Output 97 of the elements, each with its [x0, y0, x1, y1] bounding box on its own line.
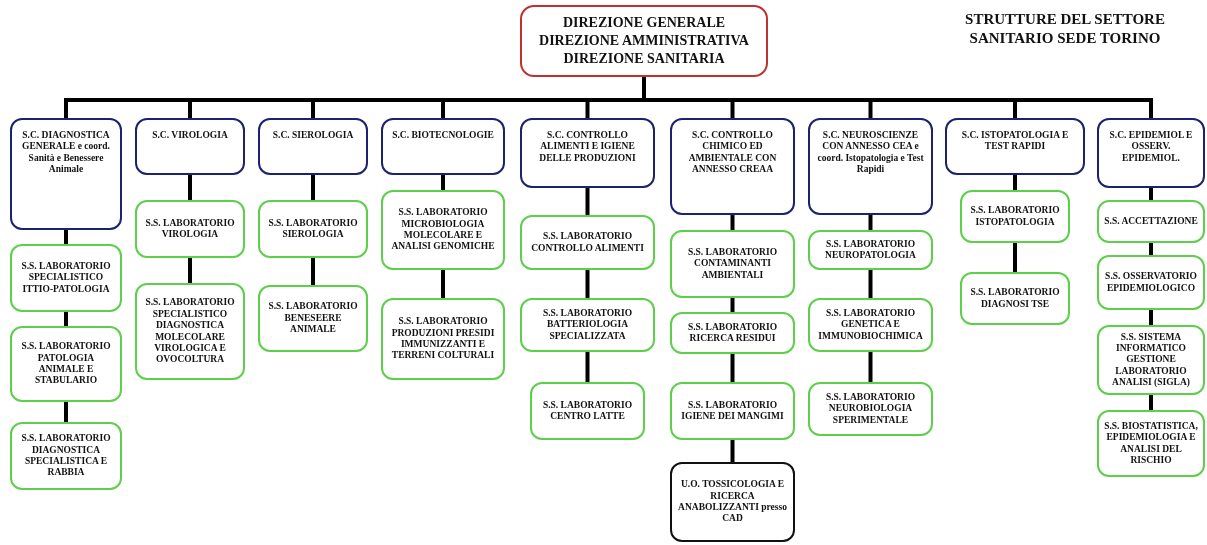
unit-box	[670, 312, 795, 354]
box-label: S.C. BIOTECNOLOGIE	[392, 130, 494, 142]
unit-box	[808, 230, 933, 270]
chart-title: STRUTTURE DEL SETTORE SANITARIO SEDE TORINO	[964, 10, 1166, 48]
connector-line	[730, 440, 735, 462]
management-box	[520, 5, 768, 77]
operating-unit-box	[670, 462, 795, 542]
connector-line	[730, 215, 735, 230]
connector-line	[64, 230, 68, 244]
connector-line	[64, 402, 68, 422]
unit-box	[1097, 410, 1205, 477]
box-label: DIREZIONE GENERALE DIREZIONE AMMINISTRATIVA DIREZIONE SANITARIA	[538, 13, 750, 69]
connector-line	[585, 188, 590, 215]
box-label: S.S. LABORATORIO GENETICA E IMMUNOBIOCHIMICA	[817, 307, 924, 343]
connector-line	[642, 77, 1153, 118]
box-label: S.C. CONTROLLO CHIMICO ED AMBIENTALE CON ANNESSO CREAA	[687, 130, 778, 176]
box-label: S.S. LABORATORIO VIROLOGIA	[144, 217, 236, 241]
connector-line	[1149, 188, 1153, 200]
connector-line	[441, 270, 445, 298]
box-label: S.S. LABORATORIO ISTOPATOLOGIA	[969, 205, 1061, 228]
box-label: S.S. LABORATORIO BENESEERE ANIMALE	[267, 301, 359, 336]
connector-line	[1149, 243, 1153, 255]
unit-box	[135, 200, 245, 258]
connector-line	[868, 352, 873, 382]
box-label: S.C. NEUROSCIENZE CON ANNESSO CEA e coord. Istopatologia e Test Rapidi	[816, 130, 925, 176]
department-box	[10, 118, 122, 230]
connector-line	[1149, 395, 1153, 410]
box-label: S.S. LABORATORIO RICERCA RESIDUI	[686, 321, 779, 345]
box-label: S.S. LABORATORIO DIAGNOSI TSE	[969, 287, 1061, 310]
unit-box	[258, 200, 368, 258]
unit-box	[381, 298, 505, 380]
box-label: S.C. DIAGNOSTICA GENERALE e coord. Sanità e Benessere Animale	[21, 130, 111, 176]
box-label: S.C. VIROLOGIA	[152, 130, 228, 142]
connector-line	[1013, 175, 1017, 190]
box-label: S.S. LABORATORIO PATOLOGIA ANIMALE E STABULARIO	[20, 341, 112, 387]
box-label: S.S. LABORATORIO CENTRO LATTE	[541, 399, 634, 423]
department-box	[135, 118, 245, 175]
unit-box	[520, 298, 655, 352]
unit-box	[135, 283, 245, 380]
box-label: S.S. LABORATORIO SPECIALISTICO DIAGNOSTICA MOLECOLARE VIROLOGICA E OVOCOLTURA	[144, 297, 236, 366]
unit-box	[670, 230, 795, 298]
box-label: S.C. CONTROLLO ALIMENTI E IGIENE DELLE PRODUZIONI	[538, 130, 637, 165]
box-label: U.O. TOSSICOLOGIA E RICERCA ANABOLIZZANTI presso CAD	[677, 479, 788, 525]
box-label: S.S. LABORATORIO IGIENE DEI MANGIMI	[680, 399, 785, 423]
box-label: S.S. ACCETTAZIONE	[1104, 215, 1198, 228]
unit-box	[10, 326, 122, 402]
connector-line	[585, 270, 590, 298]
unit-box	[960, 190, 1070, 243]
department-box	[1097, 118, 1205, 188]
unit-box	[520, 215, 655, 270]
department-box	[258, 118, 368, 175]
box-label: S.C. EPIDEMIOL E OSSERV. EPIDEMIOL.	[1108, 130, 1194, 165]
connector-line	[64, 312, 68, 326]
connector-line	[868, 215, 873, 230]
department-box	[945, 118, 1085, 175]
connector-line	[441, 175, 445, 190]
box-label: S.S. LABORATORIO CONTAMINANTI AMBIENTALI	[686, 246, 779, 282]
box-label: S.S. LABORATORIO NEUROPATOLOGIA	[824, 238, 917, 262]
connector-line	[730, 354, 735, 382]
department-box	[381, 118, 505, 175]
connector-line	[1013, 243, 1017, 272]
unit-box	[808, 298, 933, 352]
box-label: S.S. LABORATORIO SIEROLOGIA	[267, 217, 359, 241]
box-label: S.S. LABORATORIO DIAGNOSTICA SPECIALISTICA E RABBIA	[20, 433, 112, 479]
connector-line	[585, 352, 590, 382]
box-label: S.S. LABORATORIO NEUROBIOLOGIA SPERIMENTALE	[824, 391, 917, 427]
unit-box	[1097, 325, 1205, 395]
unit-box	[808, 382, 933, 436]
connector-line	[188, 175, 192, 200]
connector-line	[868, 270, 873, 298]
unit-box	[381, 190, 505, 270]
unit-box	[670, 382, 795, 440]
box-label: S.S. LABORATORIO MICROBIOLOGIA MOLECOLARE E ANALISI GENOMICHE	[390, 207, 496, 253]
connector-line	[188, 258, 192, 283]
box-label: S.S. LABORATORIO PRODUZIONI PRESIDI IMMUNIZZANTI E TERRENI COLTURALI	[390, 316, 496, 362]
department-box	[670, 118, 795, 215]
box-label: S.S. BIOSTATISTICA, EPIDEMIOLOGIA E ANALISI DEL RISCHIO	[1103, 420, 1199, 467]
unit-box	[530, 382, 645, 440]
department-box	[808, 118, 933, 215]
unit-box	[10, 244, 122, 312]
connector-line	[311, 258, 315, 285]
box-label: S.S. SISTEMA INFORMATICO GESTIONE LABORATORIO ANALISI (SIGLA)	[1111, 331, 1191, 389]
department-box	[520, 118, 655, 188]
unit-box	[10, 422, 122, 490]
unit-box	[1097, 200, 1205, 243]
connector-line	[1149, 310, 1153, 325]
box-label: S.C. ISTOPATOLOGIA E TEST RAPIDI	[960, 130, 1070, 153]
unit-box	[960, 272, 1070, 325]
box-label: S.S. LABORATORIO SPECIALISTICO ITTIO-PATOLOGIA	[20, 260, 112, 296]
box-label: S.S. OSSERVATORIO EPIDEMIOLOGICO	[1104, 271, 1198, 294]
connector-line	[730, 298, 735, 312]
unit-box	[258, 285, 368, 352]
connector-line	[311, 175, 315, 200]
unit-box	[1097, 255, 1205, 310]
box-label: S.S. LABORATORIO CONTROLLO ALIMENTI	[530, 231, 645, 254]
box-label: S.S. LABORATORIO BATTERIOLOGIA SPECIALIZZATA	[541, 307, 634, 343]
box-label: S.C. SIEROLOGIA	[272, 130, 354, 142]
